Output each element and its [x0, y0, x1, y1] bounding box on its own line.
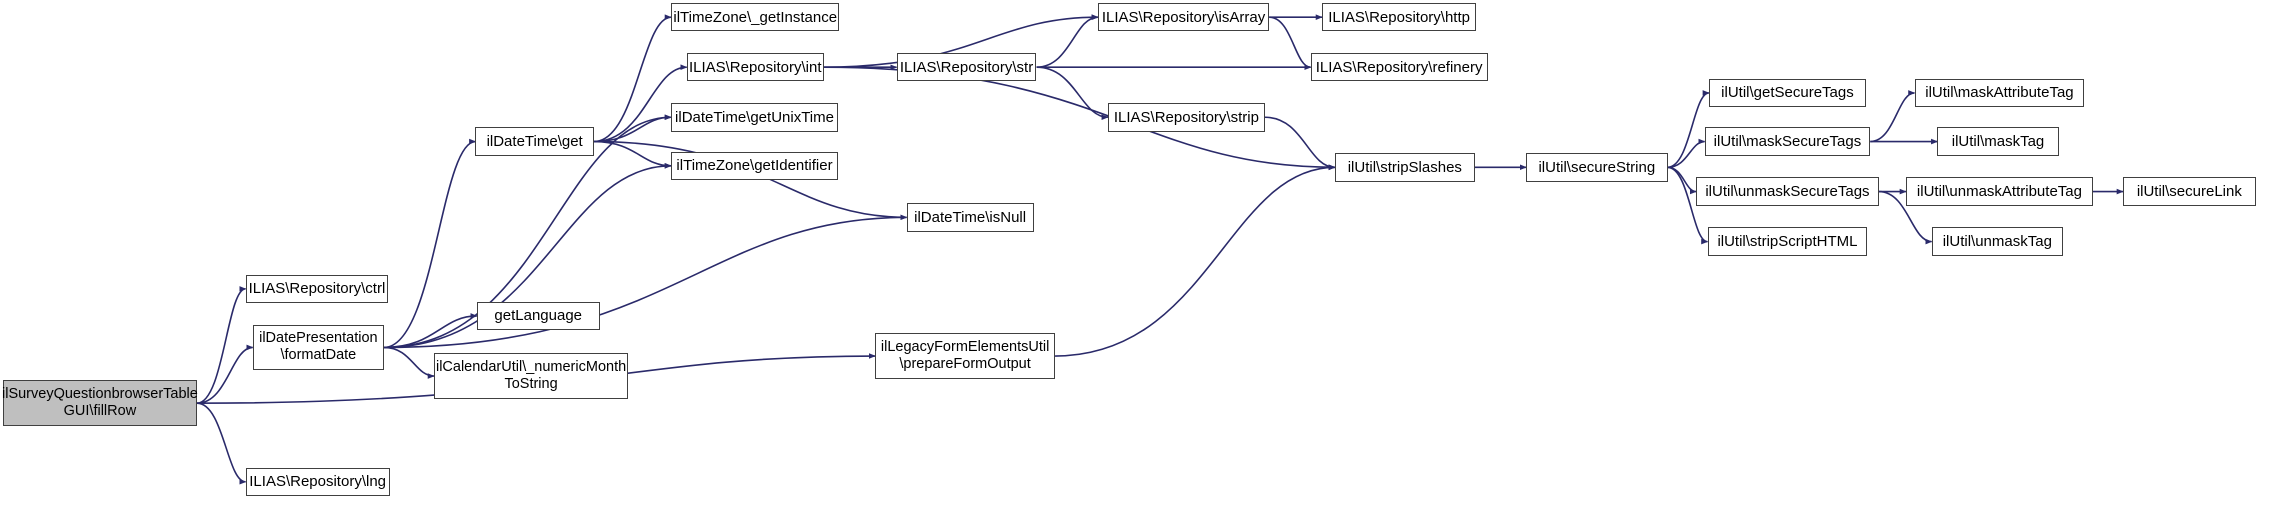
graph-node[interactable]: ilUtil\maskAttributeTag — [1914, 78, 2085, 108]
graph-edge — [384, 313, 478, 349]
graph-edge — [1055, 164, 1336, 357]
graph-edge — [1264, 116, 1336, 171]
graph-edge — [196, 402, 247, 485]
graph-edge — [593, 114, 672, 143]
graph-edge — [1036, 14, 1099, 68]
graph-node[interactable]: ilUtil\unmaskSecureTags — [1696, 177, 1879, 206]
graph-edge — [1870, 90, 1916, 143]
graph-edge — [196, 286, 247, 404]
graph-node[interactable]: ilDateTime\getUnixTime — [671, 102, 839, 132]
graph-node[interactable]: ilUtil\stripSlashes — [1334, 152, 1475, 182]
graph-node-root[interactable]: ilSurveyQuestionbrowserTable GUI\fillRow — [2, 380, 198, 427]
graph-node[interactable]: ilTimeZone\getIdentifier — [671, 151, 839, 181]
graph-node[interactable]: ILIAS\Repository\refinery — [1310, 52, 1488, 82]
graph-edge — [1667, 138, 1706, 169]
graph-node[interactable]: ilTimeZone\_getInstance — [671, 2, 840, 32]
graph-node[interactable]: ilUtil\stripScriptHTML — [1707, 227, 1868, 256]
graph-node[interactable]: ilCalendarUtil\_numericMonth ToString — [434, 353, 629, 399]
graph-node[interactable]: ILIAS\Repository\strip — [1107, 102, 1265, 132]
graph-edge — [1036, 66, 1109, 121]
graph-node[interactable]: ilUtil\secureLink — [2122, 177, 2256, 206]
graph-node[interactable]: ilUtil\unmaskTag — [1931, 227, 2063, 256]
graph-node[interactable]: ILIAS\Repository\http — [1322, 2, 1477, 32]
graph-node[interactable]: ILIAS\Repository\str — [896, 52, 1037, 82]
graph-node[interactable]: ILIAS\Repository\int — [686, 52, 824, 82]
graph-edge — [384, 138, 477, 349]
graph-node[interactable]: ILIAS\Repository\isArray — [1097, 2, 1270, 32]
graph-node[interactable]: ilDateTime\get — [475, 127, 594, 156]
graph-node[interactable]: ilDateTime\isNull — [906, 203, 1034, 232]
graph-node[interactable]: ILIAS\Repository\lng — [245, 467, 390, 497]
graph-edge — [196, 344, 254, 404]
graph-edge — [593, 14, 672, 143]
graph-node[interactable]: getLanguage — [476, 301, 600, 331]
graph-edge — [1667, 90, 1710, 169]
graph-node[interactable]: ilUtil\maskTag — [1937, 127, 2059, 156]
graph-edge — [1667, 166, 1697, 195]
graph-edge — [384, 346, 435, 379]
graph-node[interactable]: ilUtil\unmaskAttributeTag — [1905, 177, 2093, 206]
graph-edge — [384, 214, 908, 349]
graph-node[interactable]: ILIAS\Repository\ctrl — [245, 274, 389, 304]
graph-edge — [1269, 16, 1312, 70]
graph-node[interactable]: ilUtil\maskSecureTags — [1704, 127, 1871, 156]
graph-node[interactable]: ilUtil\getSecureTags — [1708, 78, 1866, 108]
graph-edge — [593, 140, 672, 169]
graph-node[interactable]: ilUtil\secureString — [1526, 152, 1668, 182]
graph-node[interactable]: ilLegacyFormElementsUtil \prepareFormOut… — [875, 333, 1056, 379]
graph-node[interactable]: ilDatePresentation \formatDate — [252, 324, 385, 371]
